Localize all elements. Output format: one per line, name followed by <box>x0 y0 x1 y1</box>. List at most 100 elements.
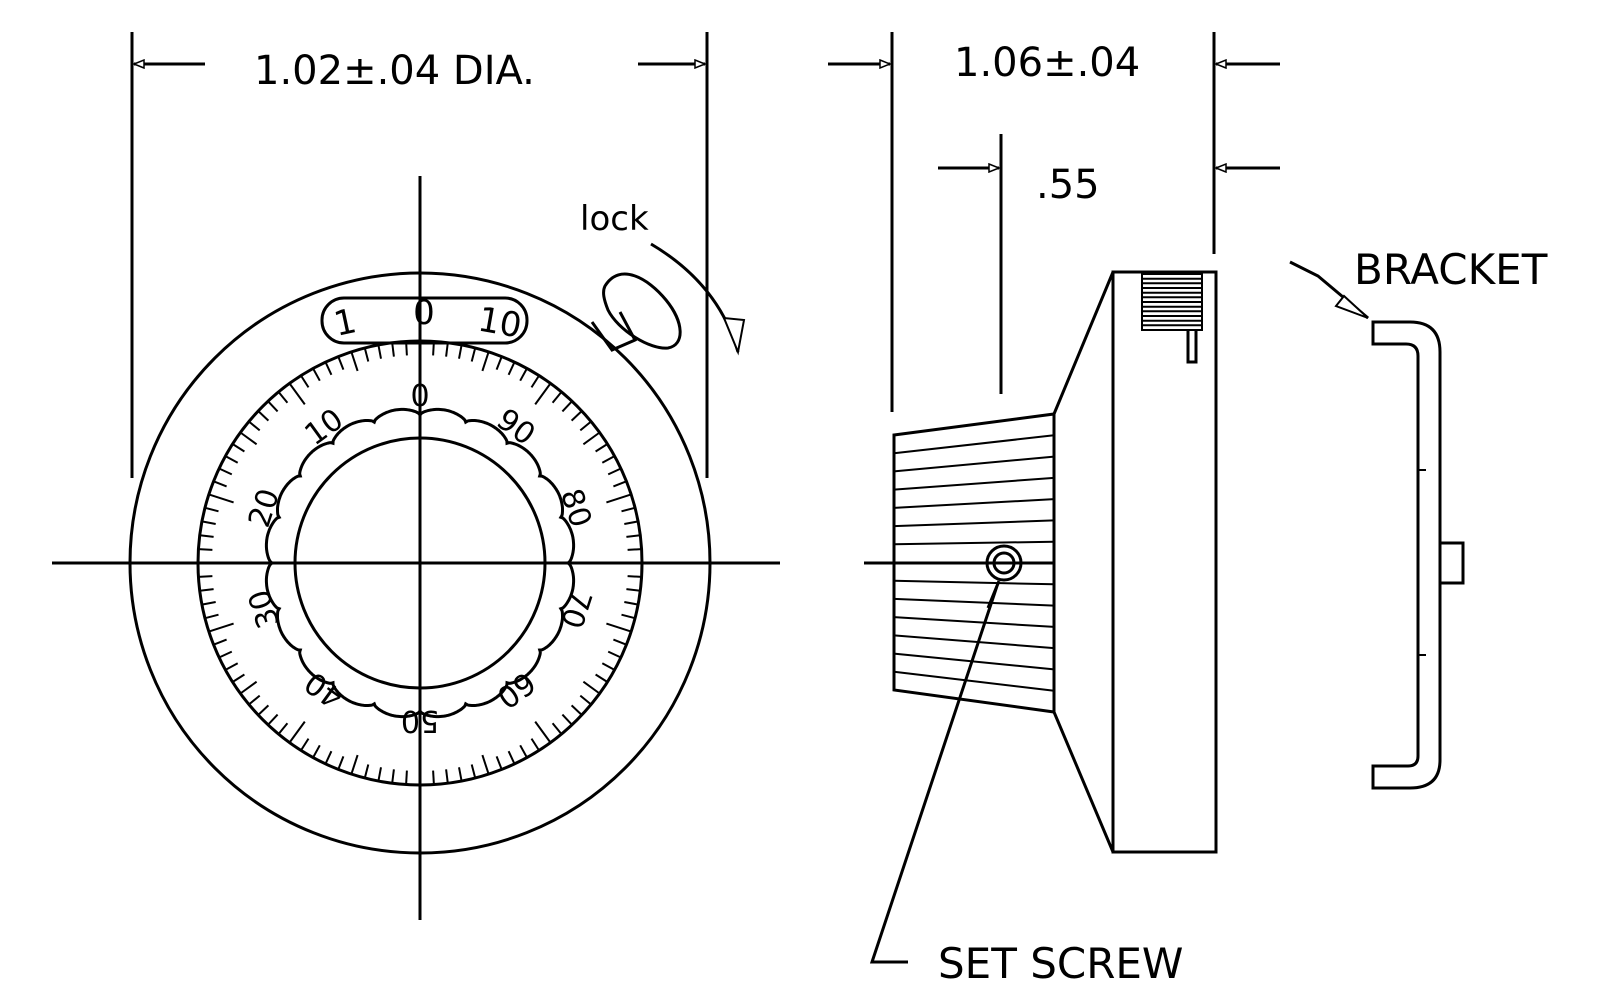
window-frame <box>320 296 529 345</box>
drum-pin <box>1186 330 1198 364</box>
scale-tick <box>257 704 270 716</box>
outer-ring <box>128 271 712 855</box>
scale-tick <box>601 662 615 671</box>
scale-tick <box>248 420 261 432</box>
scale-label-60: 60 <box>490 664 541 715</box>
scale-label-40: 40 <box>299 664 350 715</box>
scale-tick <box>300 738 310 751</box>
scale-tick <box>204 506 219 513</box>
scale-tick <box>248 694 261 706</box>
scale-tick <box>201 601 216 606</box>
scale-tick <box>601 455 615 464</box>
scale-tick <box>277 391 289 404</box>
scale-tick <box>337 756 345 770</box>
scale-tick <box>232 673 245 683</box>
grip-rib <box>893 476 1055 491</box>
scale-tick <box>363 764 370 779</box>
scale-tick <box>626 534 641 538</box>
scale-tick <box>613 480 627 488</box>
window-digit-center: 0 <box>413 293 435 333</box>
center-bore <box>293 436 547 690</box>
grip-rib <box>893 498 1055 509</box>
diameter-label: 1.02±.04 DIA. <box>254 48 535 94</box>
depth-dimension: .55 <box>938 134 1280 394</box>
scale-label-0: 0 <box>410 379 429 414</box>
lock-stem <box>590 311 638 352</box>
scale-tick <box>551 722 563 735</box>
grip-rib <box>893 634 1055 650</box>
scale-tick <box>621 613 636 620</box>
scale-tick <box>391 769 395 784</box>
scale-tick <box>579 420 592 432</box>
scale-tick <box>458 767 463 782</box>
scale-tick <box>350 351 359 372</box>
scale-tick <box>534 721 552 744</box>
lock-label: lock <box>580 199 649 239</box>
scale-tick <box>432 770 435 785</box>
depth-label: .55 <box>1036 162 1100 208</box>
scalloped-edge <box>264 407 576 719</box>
scale-tick <box>582 680 601 695</box>
scale-tick <box>225 455 239 464</box>
length-label: 1.06±.04 <box>954 40 1140 86</box>
scale-label-90: 90 <box>490 402 541 453</box>
scale-tick <box>495 356 503 370</box>
scale-tick <box>534 382 552 405</box>
scale-tick <box>267 400 279 413</box>
scale-tick <box>507 750 516 765</box>
scale-tick <box>201 520 216 525</box>
scale-tick <box>579 694 592 706</box>
scale-tick <box>624 601 639 606</box>
grip-rib <box>893 455 1055 473</box>
scale-tick <box>570 704 583 716</box>
scale-tick <box>627 548 642 551</box>
scale-tick <box>595 673 608 683</box>
scale-tick <box>507 361 516 376</box>
window-digit-right: 10 <box>475 300 525 347</box>
scale-tick <box>213 480 227 488</box>
conical-body <box>1052 271 1115 853</box>
scale-tick <box>495 756 503 770</box>
scale-tick <box>377 767 382 782</box>
scale-tick <box>225 662 239 671</box>
scale-label-80: 80 <box>553 485 598 532</box>
set-screw-label: SET SCREW <box>938 939 1183 988</box>
scale-tick <box>530 375 540 388</box>
scale-tick <box>470 347 477 362</box>
front-view: 1.02±.04 DIA. 0 10 20 30 40 50 60 70 80 … <box>52 32 780 920</box>
side-view: 1.06±.04 .55 SET SCREW <box>828 32 1548 988</box>
scale-tick <box>613 638 627 646</box>
scale-tick <box>481 351 490 372</box>
scale-tick <box>208 493 234 504</box>
scale-tick <box>607 650 622 659</box>
bracket-arrow-head <box>1334 294 1369 319</box>
scale-label-10: 10 <box>299 402 350 453</box>
scale-tick <box>445 342 449 357</box>
scale-tick <box>208 622 234 633</box>
scale-tick <box>519 744 528 758</box>
scale-tick <box>481 754 490 775</box>
dial-drum <box>1111 270 1218 854</box>
scale-tick <box>213 638 227 646</box>
scale-tick <box>350 754 359 775</box>
grip-rib <box>893 579 1055 586</box>
diameter-dimension: 1.02±.04 DIA. <box>130 32 709 478</box>
scale-tick <box>239 431 258 446</box>
length-dimension: 1.06±.04 <box>828 32 1280 412</box>
bracket-label: BRACKET <box>1354 245 1548 294</box>
scale-tick <box>582 431 601 446</box>
scale-tick <box>561 713 573 726</box>
scale-tick <box>312 368 321 382</box>
scale-tick <box>199 534 214 538</box>
lock-lever: lock <box>580 199 746 356</box>
scale-tick <box>607 467 622 476</box>
scale-tick <box>626 588 641 592</box>
scale-tick <box>363 347 370 362</box>
scale-tick <box>391 342 395 357</box>
set-screw: SET SCREW <box>869 544 1183 988</box>
grip-rib <box>893 540 1055 546</box>
scale-tick <box>519 368 528 382</box>
scale-label-50: 50 <box>401 703 439 738</box>
scale-label-20: 20 <box>242 485 287 532</box>
